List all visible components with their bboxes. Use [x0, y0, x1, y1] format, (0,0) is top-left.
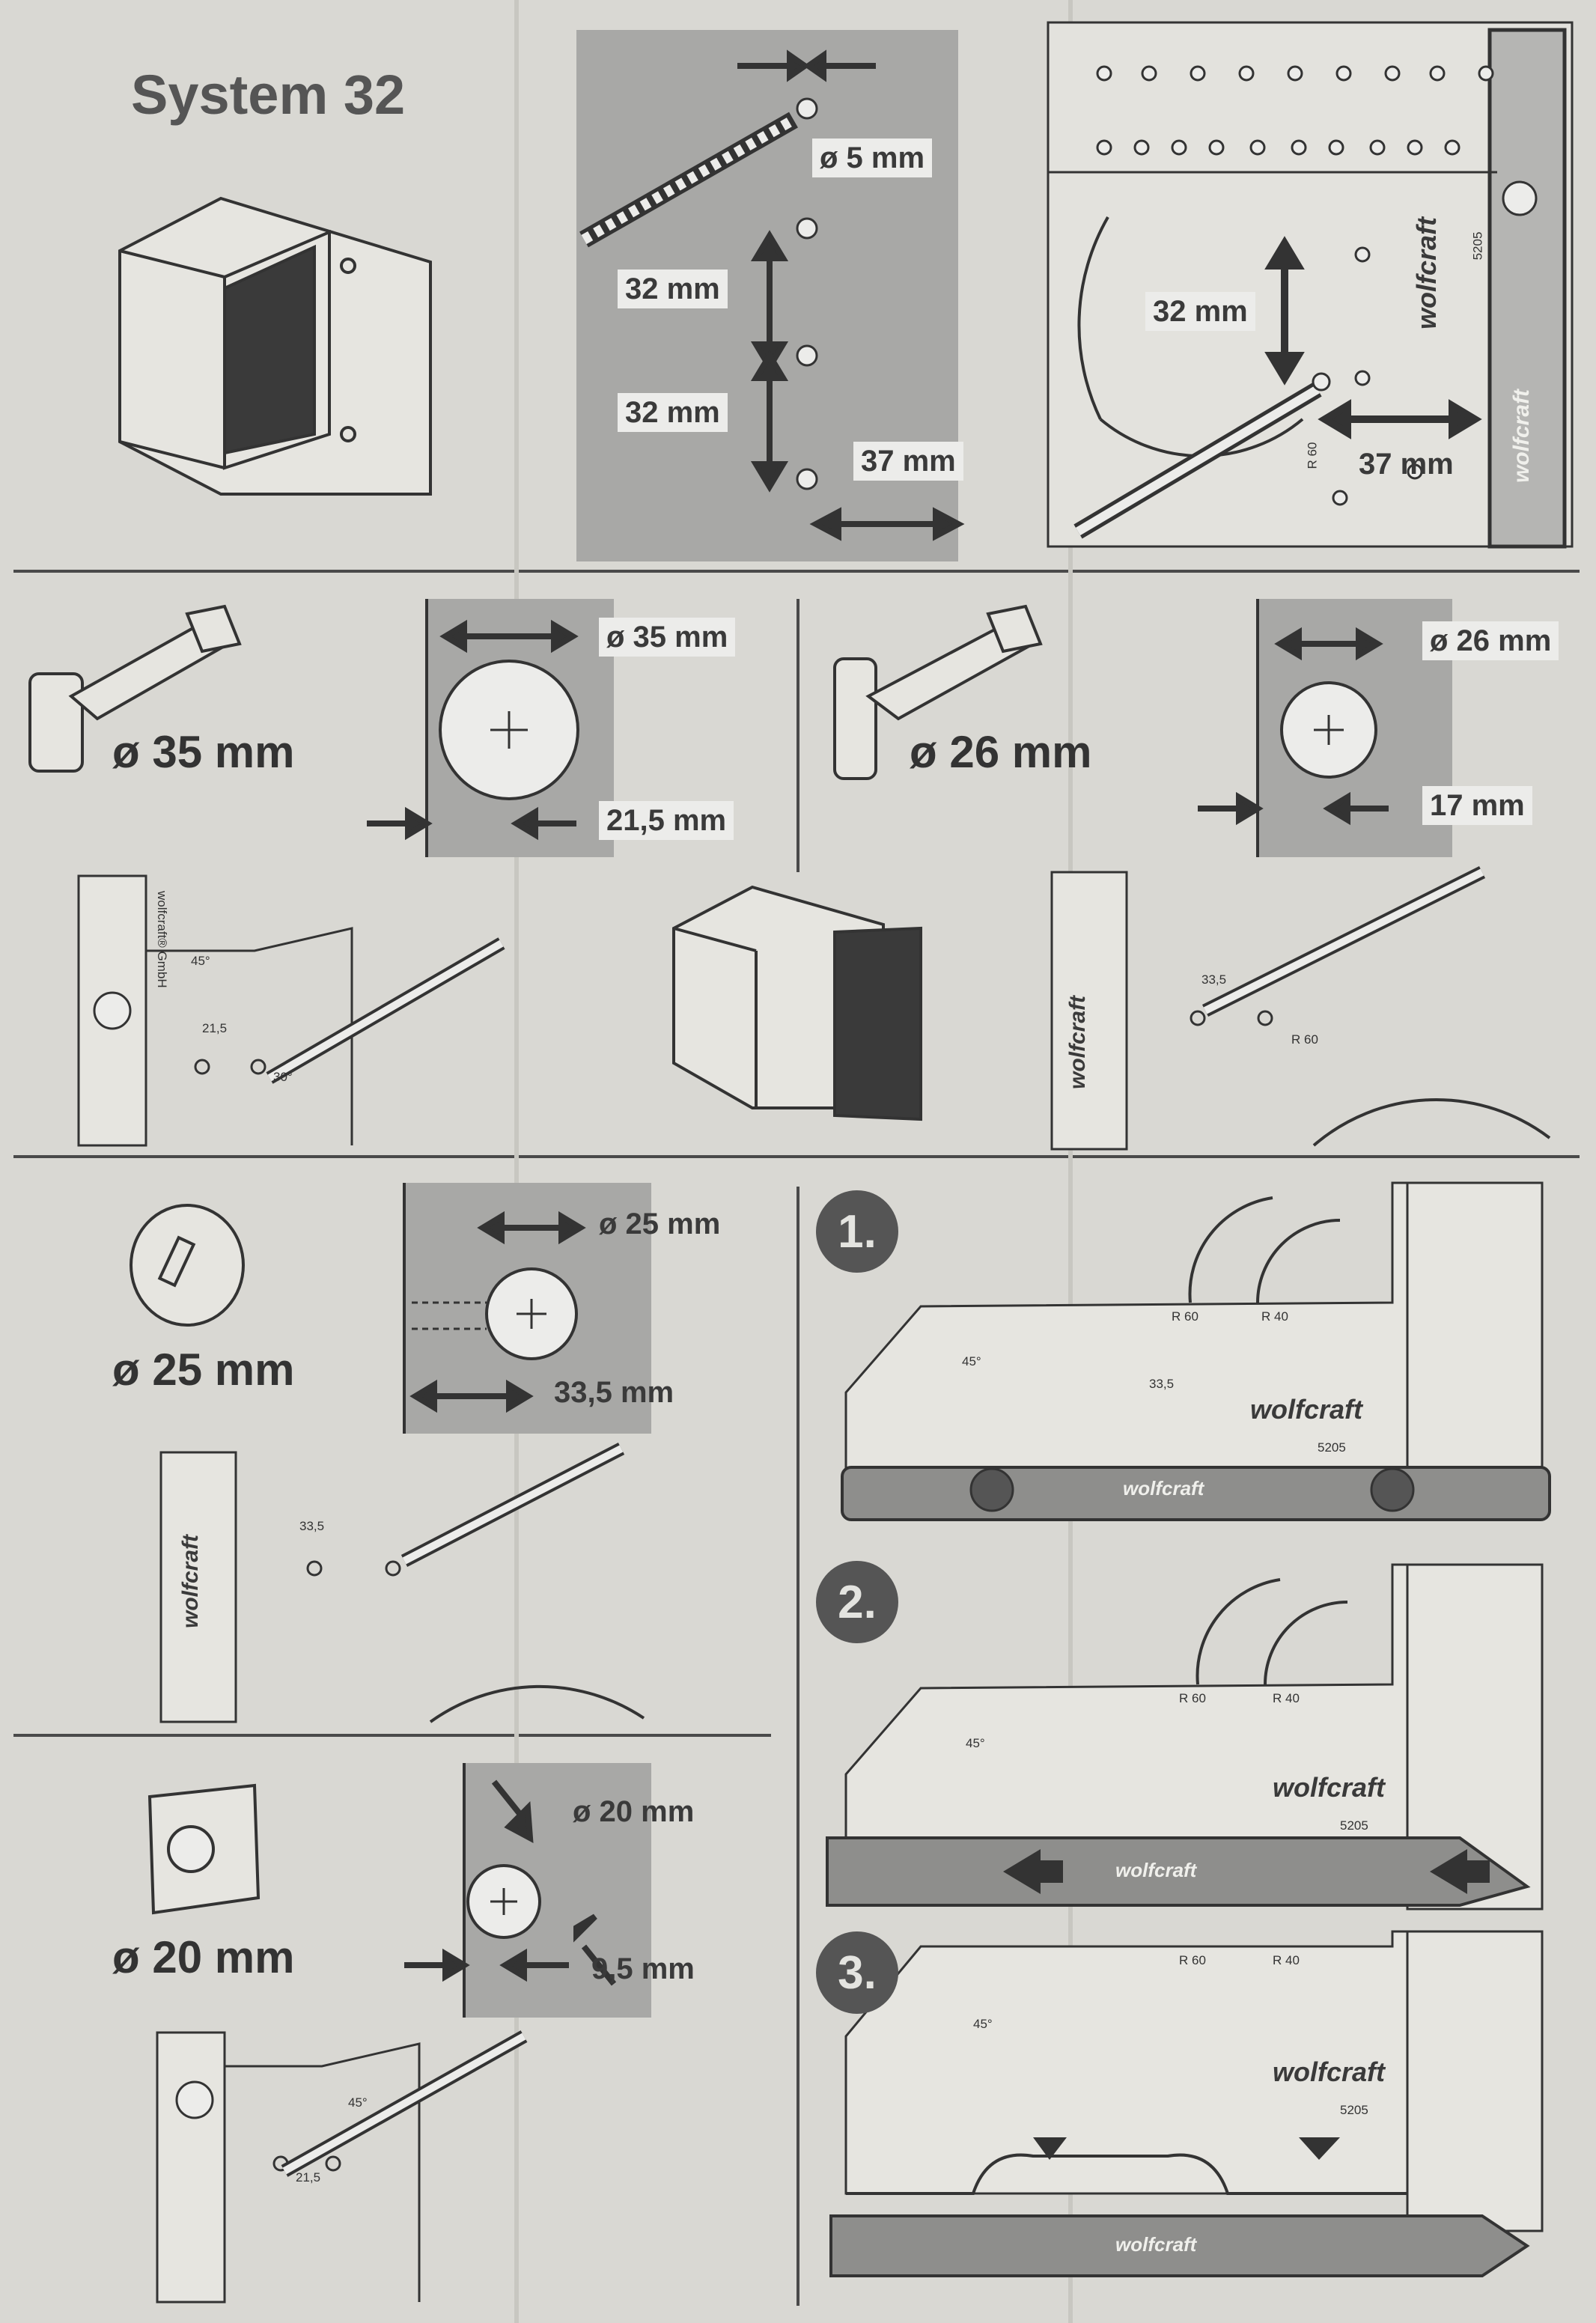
hinge-26-title: ø 26 mm [910, 727, 1092, 777]
step-1-badge: 1. [816, 1190, 898, 1273]
value-335-dowel25: 33,5 [299, 1519, 325, 1533]
maker-line-1: wolfcraft® GmbH [155, 891, 169, 988]
angle-45-dowel20: 45° [348, 2095, 368, 2110]
marking-square-top [1047, 21, 1574, 549]
dim-32mm-a: 32 mm [618, 270, 728, 308]
step-1-brand: wolfcraft [1250, 1394, 1363, 1425]
dowel-25-diagram [130, 1183, 651, 1434]
tool-sketch-right [1050, 865, 1551, 1151]
hinge-26-offset: 17 mm [1422, 786, 1532, 825]
step-1-model: 5205 [1318, 1440, 1346, 1455]
model-number-top: 5205 [1470, 231, 1485, 261]
step-1-r40: R 40 [1261, 1309, 1288, 1324]
step-2-r60: R 60 [1179, 1691, 1206, 1705]
angle-45-left: 45° [191, 954, 210, 968]
dowel-20-title: ø 20 mm [112, 1932, 295, 1982]
dowel-20-offset: 9,5 mm [591, 1952, 695, 1985]
tool-sketch-dowel20 [156, 2030, 528, 2304]
dim-5mm: ø 5 mm [812, 138, 933, 177]
step-3-a45: 45° [973, 2017, 993, 2031]
step1-tool [841, 1181, 1551, 1521]
step3-tool [829, 1930, 1544, 2277]
step-1-v335: 33,5 [1149, 1377, 1175, 1391]
value-215-dowel20: 21,5 [296, 2170, 321, 2185]
step-1-r60: R 60 [1172, 1309, 1198, 1324]
brand-wolfcraft-top: wolfcraft [1411, 217, 1442, 330]
step-2-a45: 45° [966, 1736, 985, 1750]
step-3-r40: R 40 [1273, 1953, 1300, 1967]
step-3-badge: 3. [816, 1931, 898, 2014]
brand-wolfcraft-mid: wolfcraft [1065, 996, 1090, 1090]
page-title: System 32 [131, 64, 406, 126]
step-2-badge: 2. [816, 1561, 898, 1643]
cabinet-drawing [118, 196, 432, 496]
dowel-25-title: ø 25 mm [112, 1345, 295, 1395]
step-3-rail-brand: wolfcraft [1115, 2233, 1197, 2256]
step-1-a45: 45° [962, 1354, 981, 1368]
hinge-26-diameter: ø 26 mm [1422, 621, 1559, 660]
value-215-left: 21,5 [202, 1021, 228, 1035]
dowel-20-diameter: ø 20 mm [573, 1795, 695, 1828]
hinge-26-diagram [833, 599, 1452, 857]
dim-37mm: 37 mm [853, 442, 963, 481]
step-2-brand: wolfcraft [1273, 1772, 1386, 1803]
dowel-25-offset: 33,5 mm [554, 1376, 674, 1409]
step-1-rail-brand: wolfcraft [1123, 1477, 1204, 1500]
step-2-r40: R 40 [1273, 1691, 1300, 1705]
hinge-35-offset: 21,5 mm [599, 801, 734, 840]
step-2-rail-brand: wolfcraft [1115, 1859, 1197, 1881]
cabinet-drawing-2 [672, 885, 922, 1121]
tool-sketch-dowel25 [159, 1443, 645, 1723]
hinge-35-diagram [28, 599, 614, 857]
brand-wolfcraft-dowel25: wolfcraft [178, 1535, 203, 1629]
r60-mid: R 60 [1291, 1032, 1318, 1047]
dim-32mm-b: 32 mm [618, 393, 728, 432]
section-dividers [13, 570, 1580, 2306]
step2-tool [826, 1563, 1544, 1911]
step-3-r60: R 60 [1179, 1953, 1206, 1967]
dowel-25-diameter: ø 25 mm [599, 1208, 721, 1240]
r60-top: R 60 [1305, 442, 1320, 469]
tool-sketch-left [77, 874, 505, 1147]
angle-30-left: 30° [273, 1070, 293, 1084]
tool-dim-37mm: 37 mm [1359, 448, 1454, 481]
step-3-model: 5205 [1340, 2103, 1368, 2117]
step-3-brand: wolfcraft [1273, 2056, 1386, 2087]
hinge-35-diameter: ø 35 mm [599, 618, 736, 657]
tool-dim-32mm: 32 mm [1145, 292, 1255, 331]
dowel-20-diagram [147, 1763, 651, 2018]
step-2-model: 5205 [1340, 1818, 1368, 1833]
brand-wolfcraft-ruler: wolfcraft [1509, 389, 1534, 484]
value-335-right: 33,5 [1201, 972, 1227, 987]
hinge-35-title: ø 35 mm [112, 727, 295, 777]
